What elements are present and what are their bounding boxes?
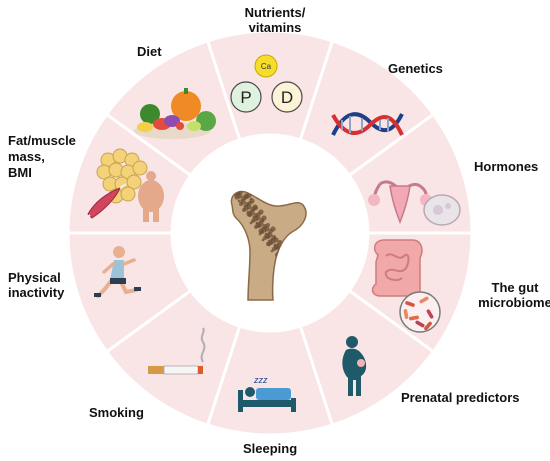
ca-badge-text: Ca — [261, 62, 272, 71]
d-badge-text: D — [281, 88, 293, 107]
cigarette-icon — [148, 327, 206, 375]
label-prenatal: Prenatal predictors — [401, 390, 520, 405]
uterus-icon — [368, 180, 461, 226]
label-hormones: Hormones — [474, 159, 538, 174]
muscle-icon — [83, 183, 127, 221]
label-nutrients: Nutrients/vitamins — [245, 5, 306, 35]
intestine-icon — [371, 239, 423, 298]
runner-icon — [94, 246, 141, 298]
label-smoking: Smoking — [89, 405, 144, 420]
obese-person-icon — [138, 171, 164, 222]
p-badge-text: P — [240, 88, 251, 107]
dna-icon — [331, 112, 404, 136]
label-sleeping: Sleeping — [243, 441, 297, 456]
label-diet: Diet — [137, 44, 162, 59]
vegetables-icon — [134, 88, 216, 139]
bed-icon: zzz — [238, 375, 296, 412]
pregnant-woman-icon — [342, 336, 367, 396]
bacteria-icon — [399, 291, 441, 333]
sleep-text: zzz — [253, 375, 268, 385]
vitamin-badges-icon: Ca P D — [230, 54, 303, 113]
label-genetics: Genetics — [388, 61, 443, 76]
